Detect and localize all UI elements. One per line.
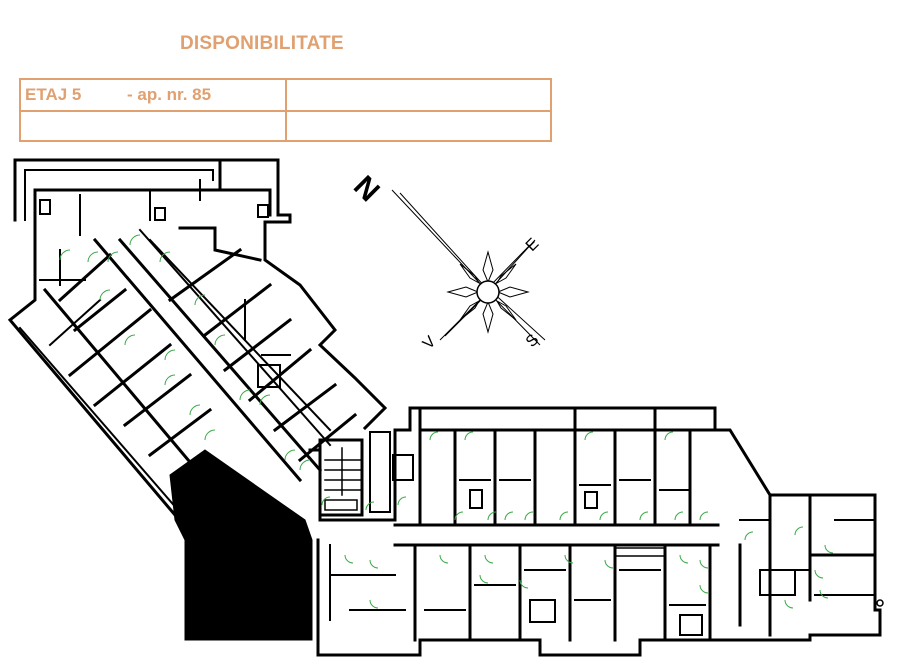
compass-north-label: N — [347, 170, 386, 209]
floor-label: ETAJ 5 — [25, 85, 82, 104]
door-swings — [59, 234, 834, 609]
right-wing — [308, 406, 884, 657]
compass-icon: N E S V — [347, 170, 546, 353]
table-row — [21, 112, 550, 142]
table-cell-floor-apartment: ETAJ 5 - ap. nr. 85 — [21, 80, 287, 110]
compass-west-label: V — [420, 333, 440, 353]
apartment-number: - ap. nr. 85 — [127, 85, 212, 104]
left-wing — [7, 158, 388, 641]
table-cell-empty — [21, 112, 287, 142]
availability-table: ETAJ 5 - ap. nr. 85 — [19, 78, 552, 142]
compass-south-label: S — [523, 331, 543, 351]
table-row: ETAJ 5 - ap. nr. 85 — [21, 80, 550, 112]
page-title: DISPONIBILITATE — [180, 33, 344, 54]
compass-east-label: E — [523, 235, 543, 255]
